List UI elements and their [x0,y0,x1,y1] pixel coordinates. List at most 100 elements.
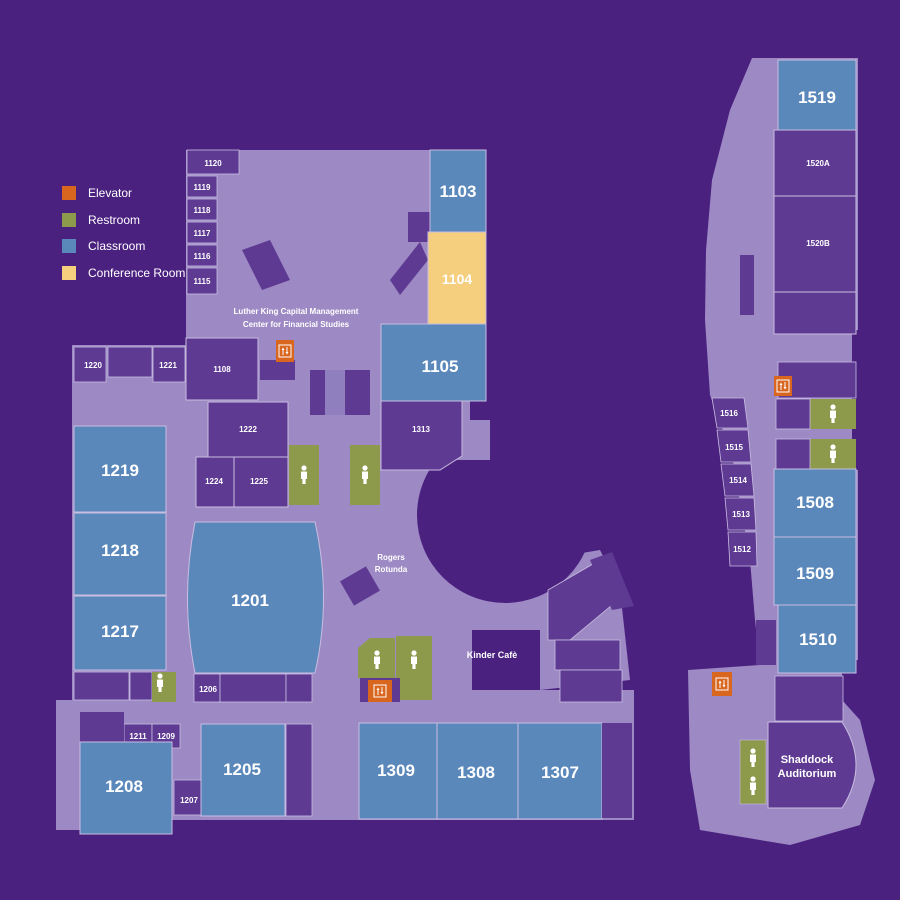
rooms-left [73,149,634,835]
label-1308: 1308 [457,763,495,782]
label-1220: 1220 [84,361,102,370]
center-label-line1: Luther King Capital Management [234,307,359,316]
label-1519: 1519 [798,88,836,107]
label-1103: 1103 [440,182,477,201]
elevator-2 [368,680,392,702]
room-1515 [716,429,752,463]
label-1515: 1515 [725,443,743,452]
label-1222: 1222 [239,425,257,434]
room-1116 [186,244,218,267]
room-1119 [186,175,218,198]
restroom-swatch [62,212,76,227]
room-1520B [773,195,857,293]
room-1516 [711,397,749,429]
label-1105: 1105 [422,357,459,376]
label-1211: 1211 [129,732,147,741]
label-1221: 1221 [159,361,177,370]
elevator-swatch [62,186,76,201]
label-1514: 1514 [729,476,747,485]
label-1118: 1118 [194,206,211,215]
label-1520B: 1520B [806,239,830,248]
label-1217: 1217 [101,622,139,641]
label-1508: 1508 [796,493,834,512]
label-1218: 1218 [101,541,139,560]
legend-label: Classroom [88,239,146,254]
room-1205 [200,723,286,817]
label-1516: 1516 [720,409,738,418]
label-1119: 1119 [194,183,211,192]
room-1108 [185,337,259,401]
label-1520A: 1520A [806,159,830,168]
rotunda-label-line2: Rotunda [375,565,408,574]
room-1509 [773,536,857,606]
room-1201 [187,521,324,674]
rotunda-courtyard [417,427,593,603]
room-1225 [233,456,289,508]
room-1206 [193,673,221,703]
room-1117 [186,221,218,244]
room-1519 [777,59,857,131]
elevator-4 [712,672,732,696]
room-1105 [380,323,487,402]
label-1205: 1205 [223,760,261,779]
auditorium-label-line2: Auditorium [778,768,837,780]
room-1219 [73,425,167,513]
label-1309: 1309 [377,761,415,780]
rooms-right [711,59,857,809]
room-1221 [152,346,186,383]
room-shaddock-auditorium [767,721,857,809]
label-1117: 1117 [194,229,211,238]
room-1309 [358,722,438,820]
label-1207: 1207 [180,796,198,805]
auditorium-label-line1: Shaddock [781,754,834,766]
label-1209: 1209 [157,732,175,741]
room-1115 [186,267,218,295]
family-restroom [152,672,176,702]
room-1103 [429,149,487,233]
room-1224 [195,456,235,508]
label-1313: 1313 [412,425,430,434]
label-1115: 1115 [194,277,211,286]
room-1104 [427,231,487,325]
elevator-3 [774,376,792,396]
legend-item-elevator: Elevator [62,180,185,207]
legend-item-classroom: Classroom [62,233,185,260]
room-1120 [186,149,240,175]
room-1513 [724,497,757,531]
room-1510 [777,604,857,674]
label-1120: 1120 [204,159,222,168]
label-1116: 1116 [194,252,211,261]
room-1514 [720,463,755,497]
cafe-label: Kinder Cafè [467,650,518,660]
center-label-line2: Center for Financial Studies [243,320,350,329]
room-1208 [79,741,173,835]
label-1206: 1206 [199,685,217,694]
legend-label: Restroom [88,212,141,227]
conference-swatch [62,265,76,280]
room-1512 [727,531,758,567]
legend-item-restroom: Restroom [62,207,185,234]
label-1307: 1307 [541,763,579,782]
room-1220 [73,346,107,383]
room-1508 [773,468,857,538]
legend-label: Elevator [88,186,133,201]
label-1219: 1219 [101,461,139,480]
map-legend: Elevator Restroom Classroom Conference R… [62,180,185,286]
room-1307 [517,722,603,820]
legend-label: Conference Room [88,265,186,280]
legend-item-conference-room: Conference Room [62,260,185,287]
label-1201: 1201 [231,591,269,610]
label-1512: 1512 [733,545,751,554]
classroom-swatch [62,239,76,254]
label-1208: 1208 [105,777,143,796]
label-1104: 1104 [442,271,473,287]
room-1313 [380,400,463,471]
label-1224: 1224 [205,477,223,486]
room-1118 [186,198,218,221]
room-1222 [207,401,289,458]
room-1520A [773,129,857,197]
label-1513: 1513 [732,510,750,519]
label-1509: 1509 [796,564,834,583]
label-1510: 1510 [799,630,837,649]
